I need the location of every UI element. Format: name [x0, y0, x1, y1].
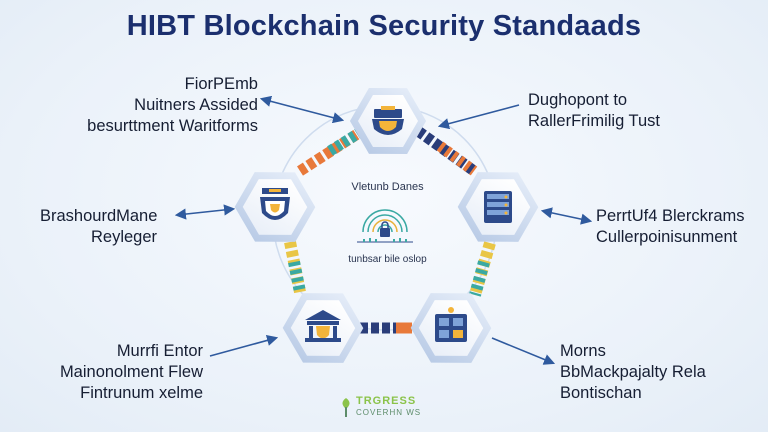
- label-top-right: Dughopont to RallerFrimilig Tust: [528, 91, 661, 130]
- arrow-top-right: [437, 104, 520, 130]
- arrow-top-left: [259, 95, 345, 124]
- arrow-mid-left: [174, 204, 236, 220]
- brand-name: TRGRESS: [356, 395, 417, 407]
- node-bottom-left[interactable]: [273, 276, 374, 380]
- security-grid-icon: [435, 307, 467, 342]
- arrow-bottom-right: [491, 337, 556, 365]
- center-subtitle: tunbsar bile oslop: [348, 254, 427, 265]
- connector-top-left: [297, 126, 365, 176]
- label-top-left: FiorPEmb Nuitners Assided besurttment Wa…: [87, 75, 258, 135]
- connector-left: [284, 240, 306, 294]
- leaf-icon: [342, 398, 350, 417]
- fingerprint-lock-icon: [357, 209, 413, 243]
- server-rack-icon: [484, 191, 512, 223]
- node-left[interactable]: [225, 155, 326, 259]
- node-right[interactable]: [448, 155, 549, 259]
- label-mid-left: BrashourdMane Reylеger: [40, 207, 158, 246]
- center-title: Vletunb Danes: [351, 181, 424, 193]
- connector-top-right: [414, 126, 478, 176]
- node-bottom-right[interactable]: [401, 276, 502, 380]
- connector-right: [469, 241, 496, 297]
- bank-shield-icon: [305, 310, 341, 342]
- page-title: HIBT Blockchain Security Standaads: [126, 10, 642, 42]
- label-bottom-left: Murrfi Entor Mainonolment Flew Fintrunum…: [59, 342, 203, 402]
- label-mid-right: PerrtUf4 Blerckrams Cullerpoinisunment: [596, 207, 745, 246]
- shield-monitor-icon: [372, 106, 404, 135]
- shield-crest-icon: [260, 188, 290, 220]
- label-bottom-right: Morns BbMackpajalty Rela Bontischan: [560, 342, 706, 402]
- node-top[interactable]: [340, 72, 435, 171]
- arrow-bottom-left: [209, 334, 279, 357]
- brand-tagline: COVERHN WS: [356, 408, 422, 417]
- arrow-mid-right: [540, 207, 593, 225]
- brand-logo: TRGRESS COVERHN WS: [336, 395, 446, 423]
